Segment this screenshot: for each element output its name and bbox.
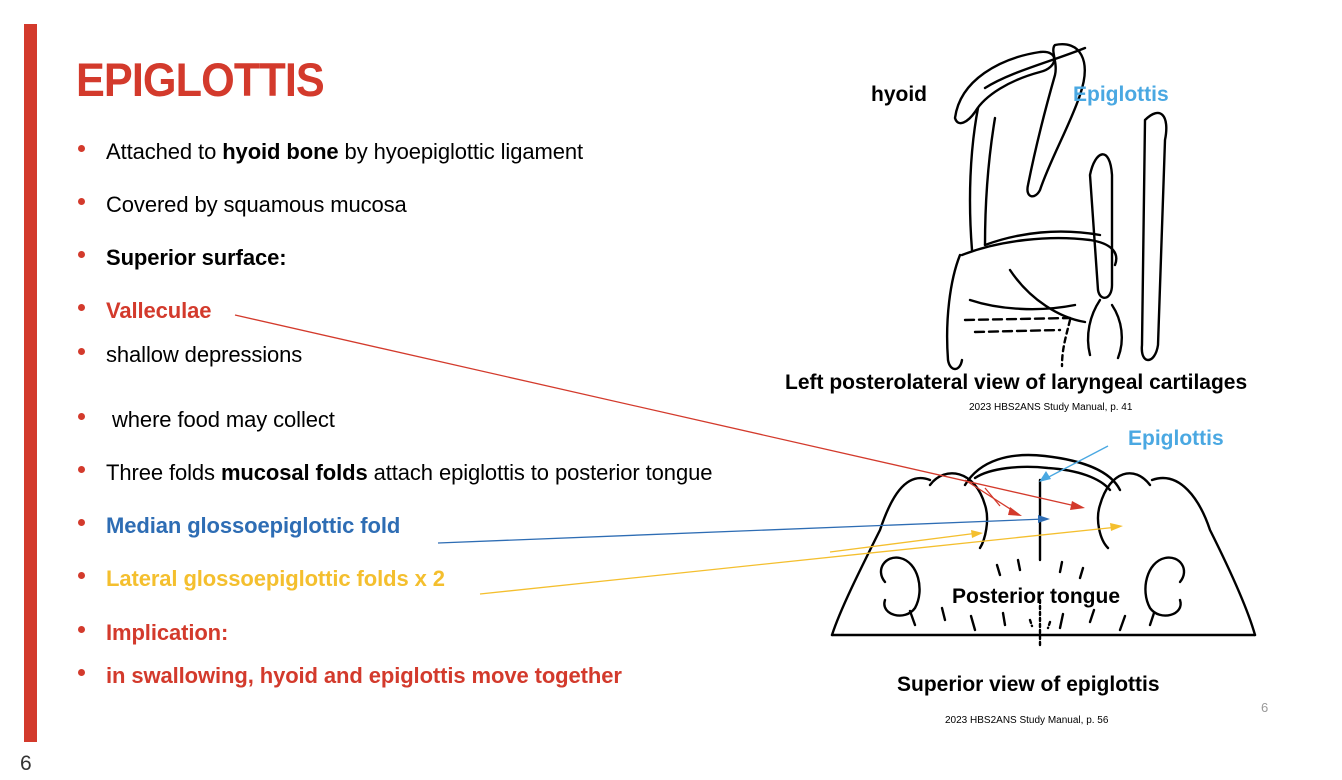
superior-epiglottis-drawing — [830, 453, 1257, 647]
bullet-text-implication-detail: in swallowing, hyoid and epiglottis move… — [106, 663, 622, 688]
bullet-text: Three folds — [106, 460, 221, 485]
accent-bar — [24, 24, 37, 742]
caption-bottom-figure: Superior view of epiglottis — [897, 673, 1160, 696]
label-posterior-tongue: Posterior tongue — [952, 585, 1121, 608]
bullet-text: shallow depressions — [106, 342, 303, 367]
credit-bottom-figure: 2023 HBS2ANS Study Manual, p. 56 — [945, 715, 1109, 726]
bullet-text-median-fold: Median glossoepiglottic fold — [106, 513, 401, 538]
bullet-item: Attached to hyoid bone by hyoepiglottic … — [78, 139, 583, 165]
bullet-text: by hyoepiglottic ligament — [338, 139, 584, 164]
caption-top-figure: Left posterolateral view of laryngeal ca… — [785, 371, 1248, 394]
bullet-text: where food may collect — [106, 407, 335, 432]
bullet-item: Superior surface: — [78, 245, 287, 271]
bullet-dot — [78, 466, 85, 473]
valleculae-arrow-left — [964, 479, 1019, 515]
bullet-dot — [78, 198, 85, 205]
bullet-dot — [78, 519, 85, 526]
label-hyoid: hyoid — [871, 83, 927, 106]
bullet-dot — [78, 348, 85, 355]
bullet-item: Three folds mucosal folds attach epiglot… — [78, 460, 712, 486]
median-fold-arrow — [437, 518, 1046, 544]
bullet-dot — [78, 572, 85, 579]
bullet-dot — [78, 626, 85, 633]
bullet-item: Valleculae — [78, 298, 212, 324]
epiglottis-pointer — [1042, 445, 1109, 481]
label-epiglottis-top: Epiglottis — [1073, 83, 1169, 106]
arrow-heads — [971, 471, 1123, 538]
bullet-dot — [78, 669, 85, 676]
bullet-item: shallow depressions — [78, 342, 302, 368]
annotation-arrows — [234, 314, 1119, 595]
bullet-text-bold: hyoid bone — [222, 139, 339, 164]
bullet-item: Median glossoepiglottic fold — [78, 513, 400, 539]
bullet-text: attach epiglottis to posterior tongue — [367, 460, 713, 485]
bullet-text-lateral-folds: Lateral glossoepiglottic folds x 2 — [106, 566, 445, 591]
lateral-fold-arrow-left — [829, 532, 979, 553]
label-epiglottis-bottom: Epiglottis — [1128, 427, 1224, 450]
bullet-dot — [78, 413, 85, 420]
bullet-item: Covered by squamous mucosa — [78, 192, 407, 218]
credit-top-figure: 2023 HBS2ANS Study Manual, p. 41 — [969, 402, 1133, 413]
bullet-dot — [78, 304, 85, 311]
bullet-item: where food may collect — [78, 407, 335, 433]
bullet-text-bold: Superior surface: — [106, 245, 287, 270]
bullet-dot — [78, 145, 85, 152]
bullet-text-bold: mucosal folds — [220, 460, 368, 485]
bullet-text-valleculae: Valleculae — [106, 298, 212, 323]
bullet-item: Implication: — [78, 620, 228, 646]
bullet-item: in swallowing, hyoid and epiglottis move… — [78, 663, 622, 689]
slide-title: EPIGLOTTIS — [76, 53, 325, 106]
inner-page-number: 6 — [1261, 700, 1269, 715]
slide-number: 6 — [20, 752, 32, 775]
bullet-text-implication: Implication: — [106, 620, 229, 645]
bullet-text: Covered by squamous mucosa — [106, 192, 407, 217]
bullet-text: Attached to — [106, 139, 223, 164]
bullet-item: Lateral glossoepiglottic folds x 2 — [78, 566, 445, 592]
bullet-dot — [78, 251, 85, 258]
lateral-fold-arrow-right — [479, 526, 1119, 595]
